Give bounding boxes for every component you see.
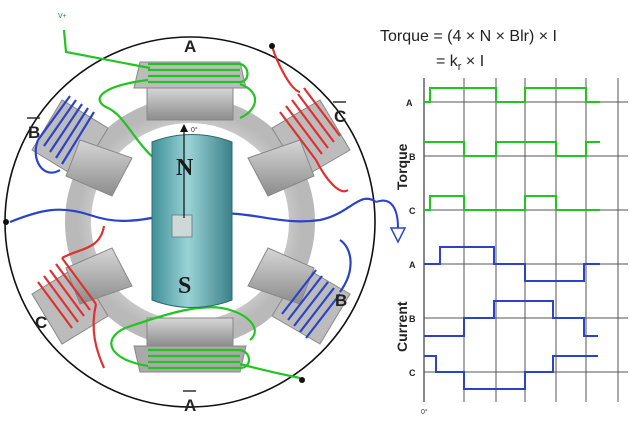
flow-arrow-head [389,227,407,244]
pole-label-c: C [35,313,47,332]
waveform-grid [423,78,628,402]
rotor-magnet [151,124,233,308]
torque-trace-b [424,141,600,157]
pole-label-a: A [184,37,196,56]
rotor-north-label: N [176,155,194,181]
supply-label: V+ [58,13,67,20]
torque-trace-a [424,87,600,103]
current-channel-a-label: A [409,260,416,270]
current-channel-b-label: B [409,314,416,324]
current-trace-a [424,246,600,282]
torque-trace-c [424,195,600,211]
pole-label-b: B [335,291,347,310]
rotor-south-label: S [178,273,191,299]
pole-label-c-bar: C [334,107,346,126]
pole-label-b-bar: B [28,123,40,142]
waveform-origin-label: 0° [421,408,428,416]
current-axis-title: Current [394,301,410,352]
torque-formula-line1: Torque = (4 × N × Blr) × I [380,28,557,45]
torque-channel-a-label: A [406,98,413,108]
waveform-traces [424,87,600,390]
winding-a [62,29,301,380]
torque-channel-b-label: B [409,152,416,162]
current-trace-c [424,355,598,390]
winding-c [37,45,349,369]
pole-c [31,247,133,345]
flow-arrow-line [375,199,399,229]
current-channel-c-label: C [409,368,416,378]
pole-label-a-bar: A [184,396,196,415]
terminal-dot [299,377,305,383]
torque-formula-line2: = kr × I [436,53,484,73]
rotor-angle-label: 0° [191,126,198,134]
terminal-dot [3,219,9,225]
torque-axis-title: Torque [394,143,410,190]
pole-a-bar [133,317,247,373]
winding-b [9,95,377,339]
current-trace-b [424,300,598,337]
torque-channel-c-label: C [409,206,416,216]
terminal-dot [269,43,275,49]
